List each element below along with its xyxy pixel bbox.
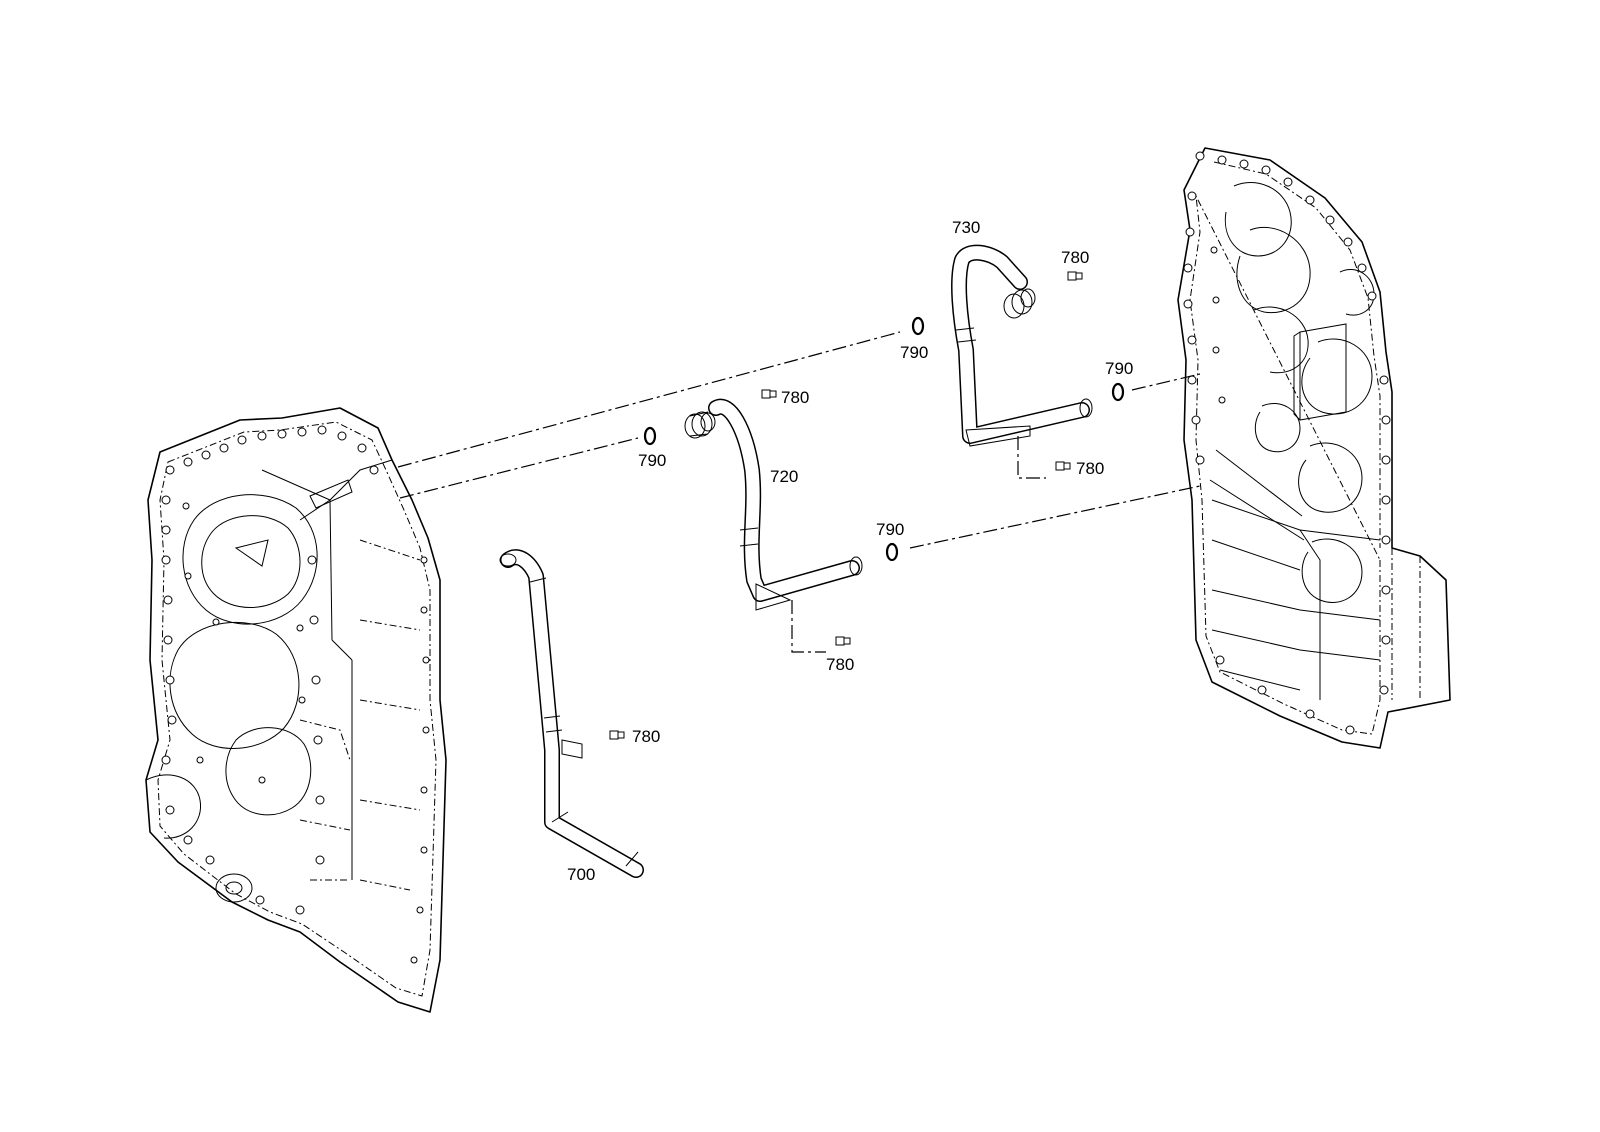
screw-780[interactable] xyxy=(609,271,1083,740)
callout-labels: 730 780 790 790 780 790 780 720 790 780 … xyxy=(567,218,1133,884)
right-housing-bolt-holes xyxy=(1183,151,1391,735)
o-ring-790[interactable] xyxy=(643,316,1125,562)
pipe-700[interactable] xyxy=(499,549,644,878)
pipe-730[interactable] xyxy=(951,244,1093,447)
callout-700: 700 xyxy=(567,865,595,884)
callout-780: 780 xyxy=(826,655,854,674)
right-housing xyxy=(1177,147,1451,749)
callout-780: 780 xyxy=(781,388,809,407)
callout-780: 780 xyxy=(1061,248,1089,267)
callout-790: 790 xyxy=(900,343,928,362)
assembly-centerlines xyxy=(397,331,1201,653)
callout-780: 780 xyxy=(632,727,660,746)
pipe-720[interactable] xyxy=(708,398,863,611)
callout-720: 720 xyxy=(770,467,798,486)
callout-780: 780 xyxy=(1076,459,1104,478)
callout-790: 790 xyxy=(638,451,666,470)
left-housing xyxy=(145,407,447,1013)
fitting-730[interactable] xyxy=(1003,288,1036,319)
left-housing-bolt-holes xyxy=(161,425,430,964)
fitting-720[interactable] xyxy=(684,411,716,439)
callout-730: 730 xyxy=(952,218,980,237)
callout-790: 790 xyxy=(876,520,904,539)
callout-790: 790 xyxy=(1105,359,1133,378)
